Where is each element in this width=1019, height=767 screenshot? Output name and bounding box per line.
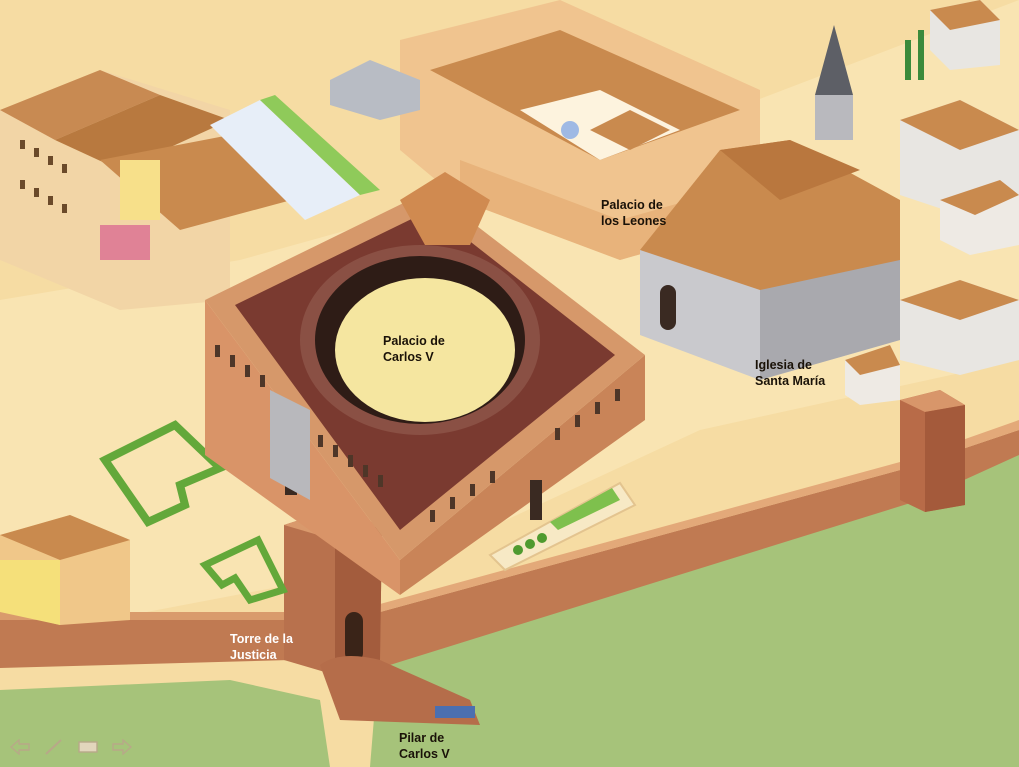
iglesia-santa-maria: [640, 25, 900, 380]
label-santa-maria-line2: Santa María: [755, 374, 826, 388]
wall-right: [380, 430, 1019, 668]
nasrid-buildings-left: [0, 70, 310, 310]
label-torre-justicia-line2: Justicia: [230, 648, 277, 662]
pen-icon[interactable]: [42, 737, 66, 757]
label-pilar-line2: Carlos V: [399, 747, 450, 761]
arrow-left-icon[interactable]: [8, 737, 32, 757]
carlos-v-courtyard: [335, 278, 515, 422]
arrow-right-icon[interactable]: [110, 737, 134, 757]
label-carlos-v-line1: Palacio de: [383, 334, 445, 348]
label-palacio-leones-line1: Palacio de: [601, 198, 663, 212]
palacio-carlos-v: [205, 172, 645, 595]
label-palacio-leones[interactable]: Palacio de los Leones: [601, 197, 666, 229]
label-pilar-line1: Pilar de: [399, 731, 445, 745]
wall-left: [0, 620, 290, 668]
myrtle-pool: [210, 100, 360, 220]
label-santa-maria[interactable]: Iglesia de Santa María: [755, 357, 825, 389]
label-torre-justicia[interactable]: Torre de la Justicia: [230, 631, 293, 663]
label-carlos-v[interactable]: Palacio de Carlos V: [383, 333, 445, 365]
screen-icon[interactable]: [76, 737, 100, 757]
lawn-right: [370, 440, 1019, 767]
hedge-3: [550, 488, 620, 530]
pilar-fountain: [435, 706, 475, 718]
carlos-v-dome: [400, 172, 490, 245]
label-torre-justicia-line1: Torre de la: [230, 632, 293, 646]
houses-upper-right: [845, 0, 1019, 405]
label-palacio-leones-line2: los Leones: [601, 214, 667, 228]
label-carlos-v-line2: Carlos V: [383, 350, 434, 364]
hedge-1: [99, 420, 228, 528]
hedge-2: [199, 535, 288, 605]
church-spire: [815, 25, 853, 95]
slideshow-nav: [8, 737, 134, 757]
palacio-leones-complex: [330, 0, 760, 260]
label-pilar[interactable]: Pilar de Carlos V: [399, 730, 450, 762]
houses-lower-left: [0, 515, 130, 625]
label-santa-maria-line1: Iglesia de: [755, 358, 812, 372]
